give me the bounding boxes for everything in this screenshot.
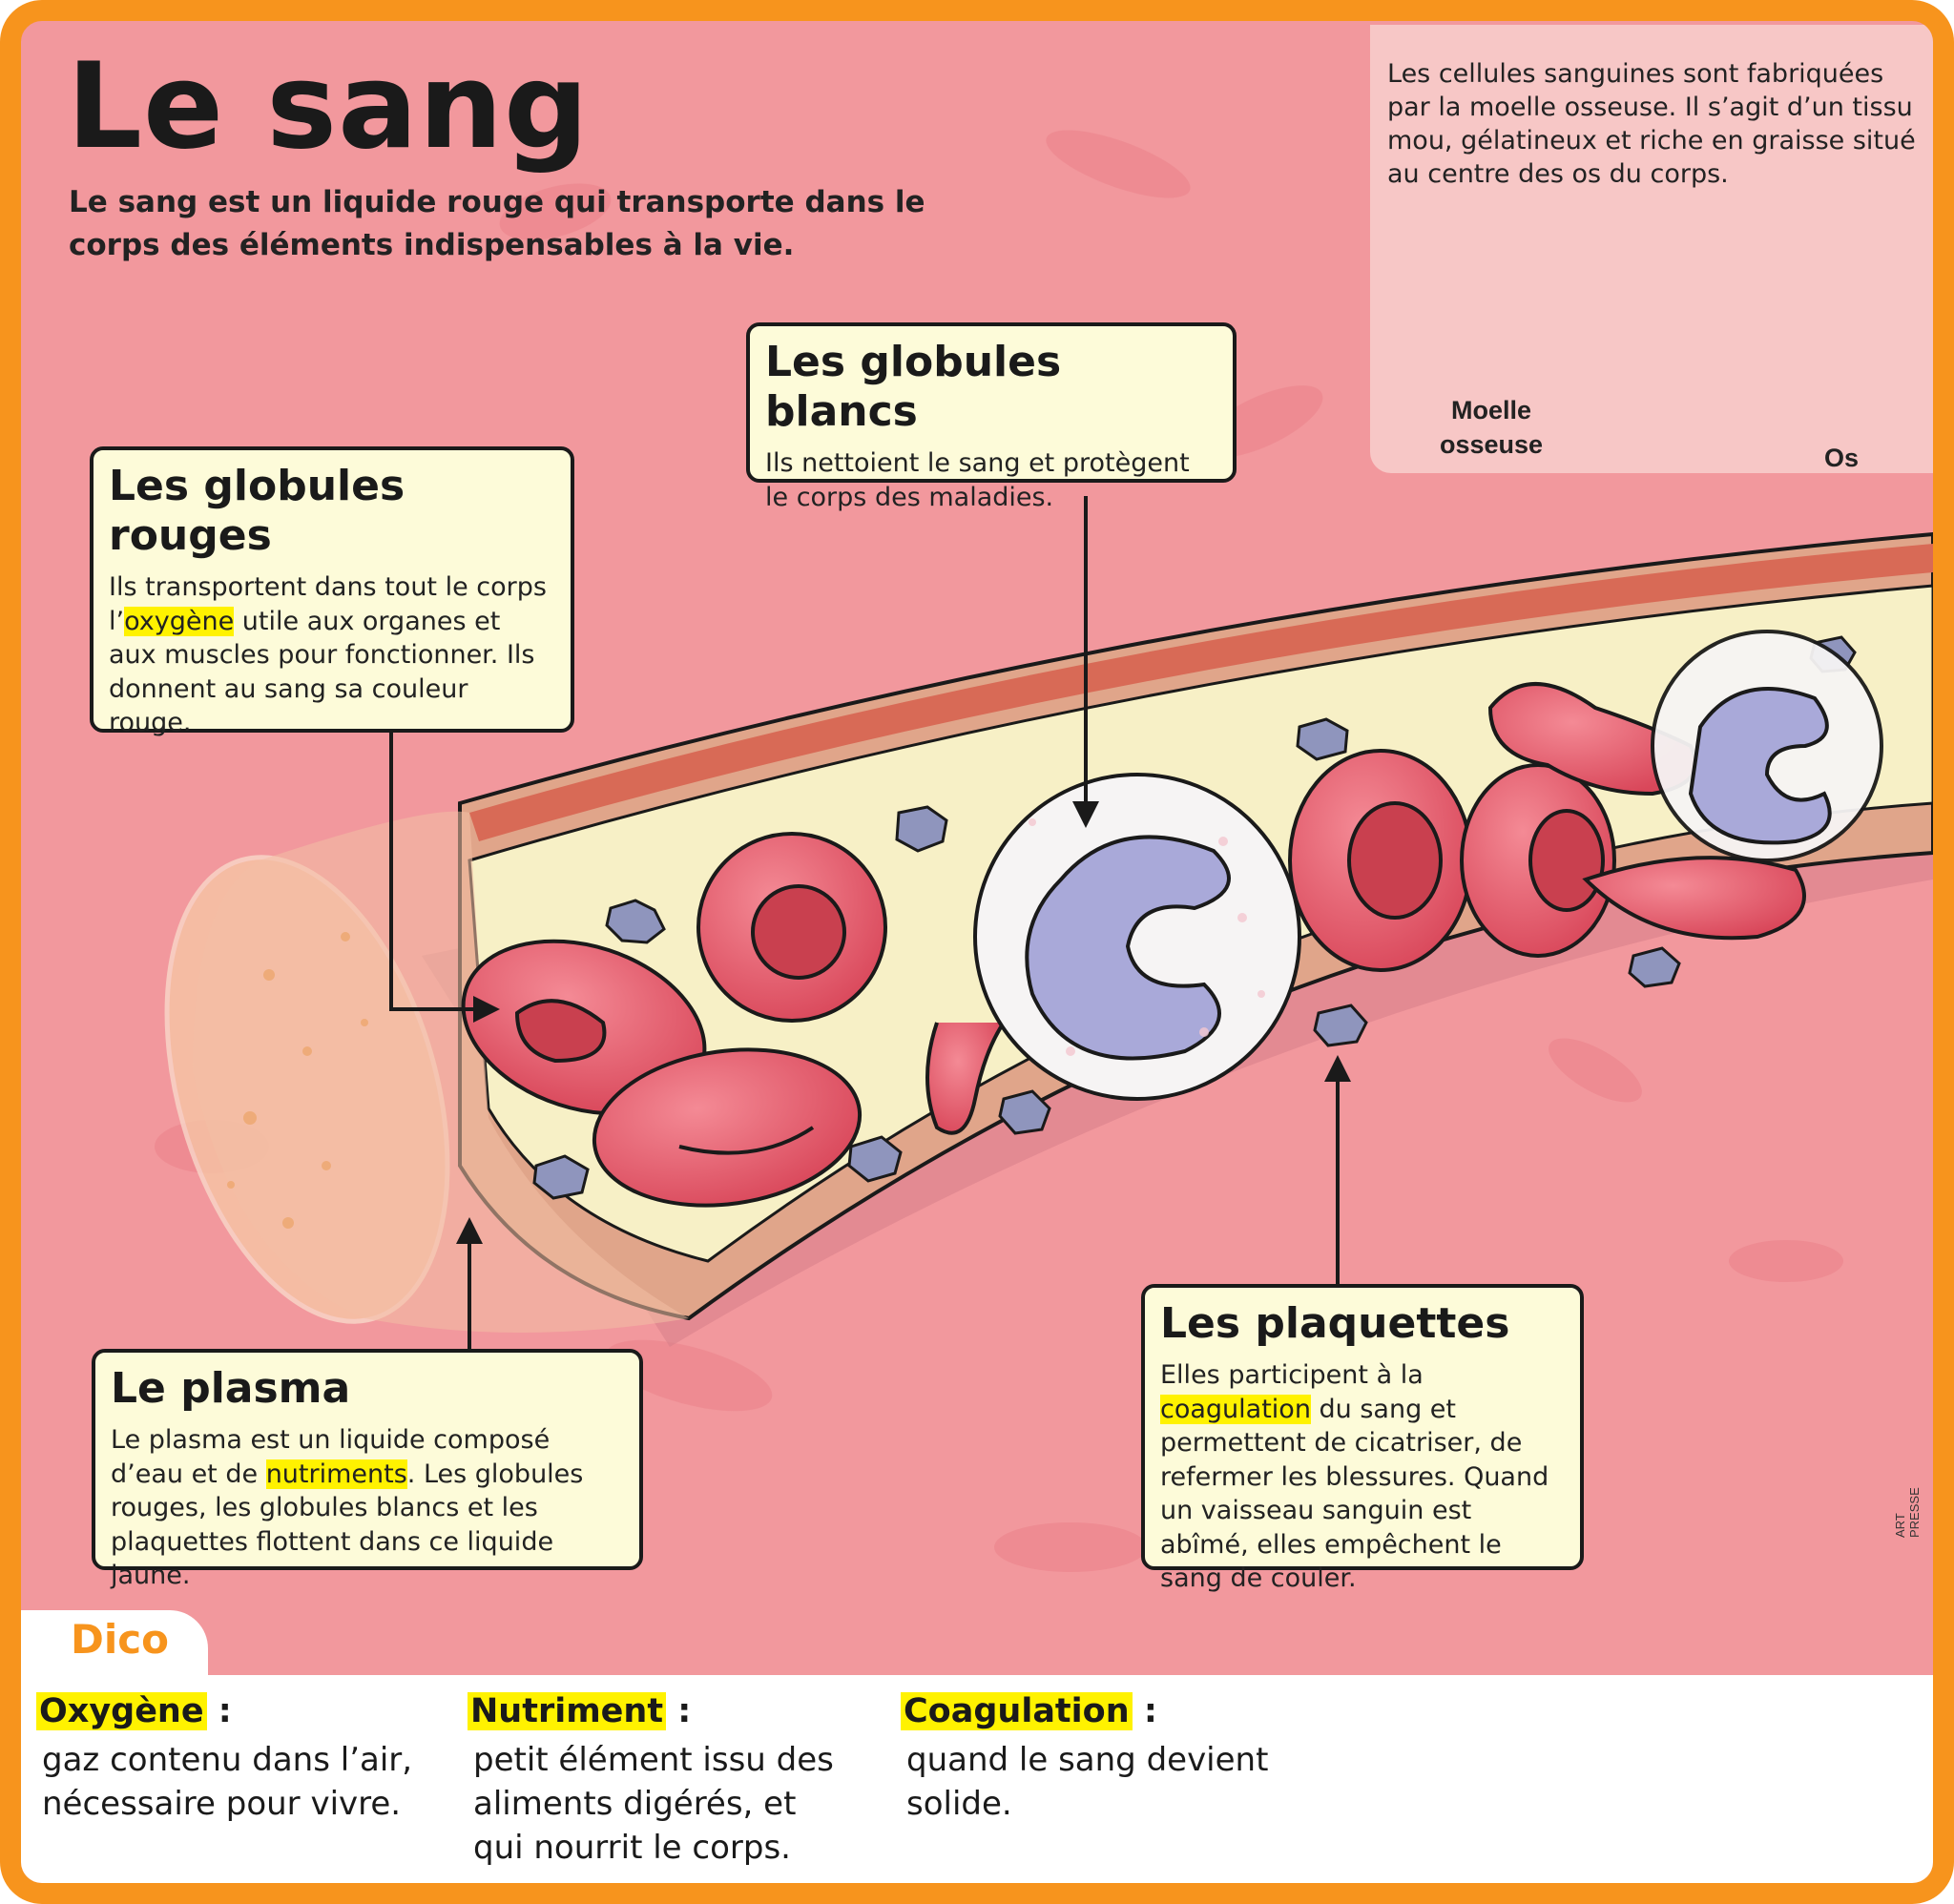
marrow-label-line-2: osseuse <box>1439 430 1544 459</box>
glossary-title: Dico <box>71 1616 170 1663</box>
red-blood-cells-text: Ils transportent dans tout le corps l’ox… <box>109 570 555 740</box>
inset-text: Les cellules sanguines sont fabriquées p… <box>1387 59 1916 189</box>
glossary-term-nutrient: Nutriment : <box>468 1692 691 1730</box>
red-highlight-word: oxygène <box>124 606 235 636</box>
white-blood-cells-title: Les globules blancs <box>765 338 1062 436</box>
glossary-term-nutrient-word: Nutriment <box>468 1692 667 1730</box>
glossary-term-coagulation: Coagulation : <box>901 1692 1157 1730</box>
bone-label: Os <box>1823 444 1860 472</box>
pointer-arrows <box>389 496 1340 1349</box>
plasma-highlight-word: nutriments <box>265 1459 407 1489</box>
glossary-term-oxygen-word: Oxygène <box>36 1692 207 1730</box>
platelets-text: Elles participent à la coagulation du sa… <box>1160 1358 1565 1596</box>
red-blood-cells-title: Les globules rouges <box>109 462 405 560</box>
platelets-highlight-word: coagulation <box>1160 1394 1311 1424</box>
plasma-text-part-2: . Les globules rouges, les globules blan… <box>111 1459 584 1591</box>
red-blood-cells <box>461 682 1806 1208</box>
white-blood-cells-text: Ils nettoient le sang et protègent le co… <box>765 448 1190 512</box>
glossary-term-coagulation-word: Coagulation <box>901 1692 1133 1730</box>
marrow-label: Moelle osseuse <box>1420 393 1563 462</box>
red-blood-cells-box: Les globules rouges Ils transportent dan… <box>90 446 574 737</box>
platelets-text-part-2: du sang et permettent de cicatriser, de … <box>1160 1394 1549 1594</box>
glossary-definition-oxygen: gaz contenu dans l’air, nécessaire pour … <box>42 1741 413 1823</box>
page-title: Le sang <box>67 38 590 176</box>
intro-text: Le sang est un liquide rouge qui transpo… <box>69 185 925 262</box>
glossary-definition-coagulation: quand le sang devient solide. <box>906 1741 1269 1823</box>
white-blood-cells <box>973 630 1883 1101</box>
plasma-title: Le plasma <box>111 1364 351 1413</box>
red-text-part-1: Ils transportent dans tout le corps l’ <box>109 572 547 636</box>
white-blood-cells-box: Les globules blancs Ils nettoient le san… <box>746 322 1237 512</box>
marrow-label-line-1: Moelle <box>1450 396 1532 424</box>
glossary-term-oxygen: Oxygène : <box>36 1692 232 1730</box>
plasma-text: Le plasma est un liquide composé d’eau e… <box>111 1423 624 1593</box>
plasma-text-part-1: Le plasma est un liquide composé d’eau e… <box>111 1425 551 1489</box>
glossary-definition-nutrient: petit élément issu des aliments digérés,… <box>473 1741 834 1867</box>
red-text-part-2: utile aux organes et aux muscles pour fo… <box>109 606 535 738</box>
plasma-box: Le plasma Le plasma est un liquide compo… <box>92 1349 643 1590</box>
platelets-text-part-1: Elles participent à la <box>1160 1360 1424 1390</box>
credit-text: ART PRESSE <box>1893 1487 1922 1538</box>
platelets-title: Les plaquettes <box>1160 1299 1510 1348</box>
bone-marrow-inset <box>1370 25 1933 473</box>
glossary-tab <box>21 1610 208 1679</box>
platelets-box: Les plaquettes Elles participent à la co… <box>1141 1284 1584 1593</box>
